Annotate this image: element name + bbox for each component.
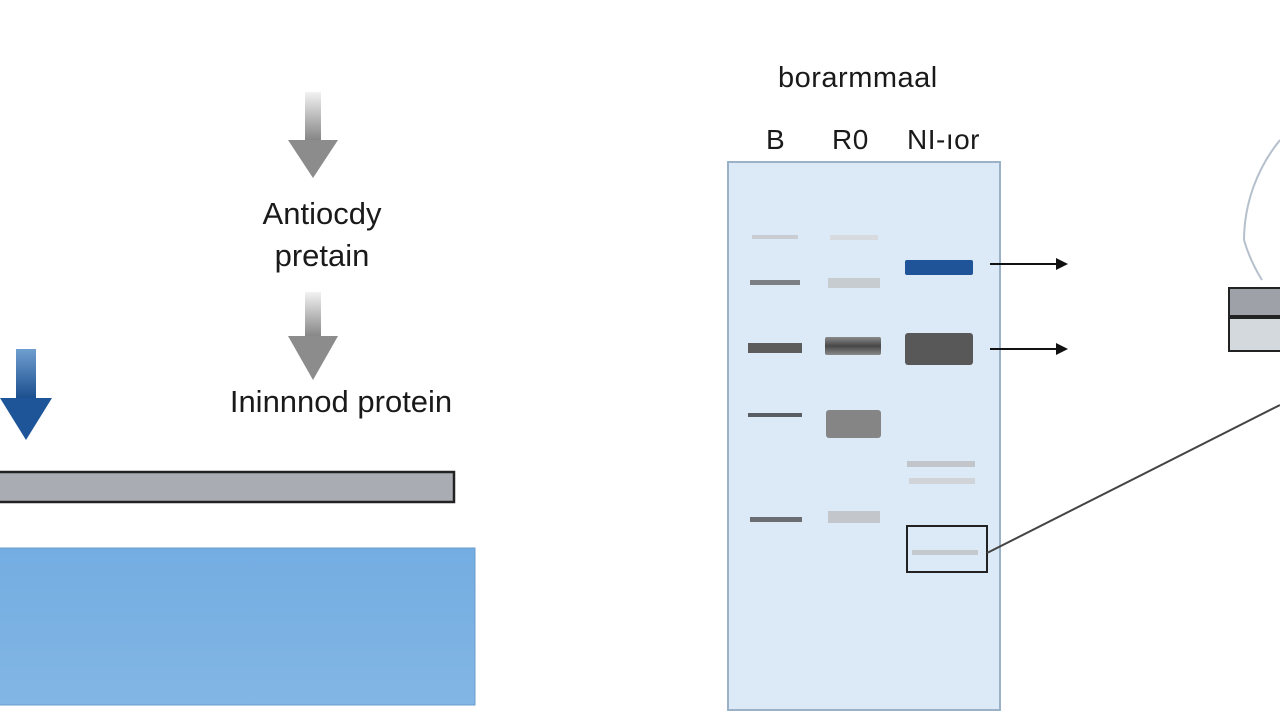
lane-label-r0: R0 xyxy=(832,124,869,155)
right-arrow-icon xyxy=(990,343,1068,355)
band xyxy=(905,333,973,365)
band xyxy=(912,550,978,555)
antibody-label-line1: Antiocdy xyxy=(262,196,382,231)
lane-label-nior: NI-ıor xyxy=(907,124,980,155)
band xyxy=(828,511,880,523)
lane-label-b: B xyxy=(766,124,786,155)
band xyxy=(907,461,975,467)
band xyxy=(826,410,881,438)
band xyxy=(752,235,798,239)
right-arrow-icon xyxy=(990,258,1068,270)
band xyxy=(748,413,802,417)
band xyxy=(828,278,880,288)
band xyxy=(909,478,975,484)
band xyxy=(825,337,881,355)
lane-b-bands xyxy=(748,235,802,522)
membrane-strip xyxy=(0,470,456,504)
gel-title: borarmmaal xyxy=(778,62,938,94)
antibody-label-line2: pretain xyxy=(274,237,370,273)
zoom-connector xyxy=(986,404,1280,554)
antibody-label: Antiocdy pretain xyxy=(214,193,430,277)
band xyxy=(750,280,800,285)
immobilized-protein-label: Ininnnod protein xyxy=(229,384,453,419)
down-arrow-icon xyxy=(288,292,338,380)
lane-nior-bands xyxy=(905,260,978,555)
band xyxy=(905,260,973,275)
zoom-box xyxy=(906,525,988,573)
magnified-strip xyxy=(1228,287,1280,317)
band xyxy=(750,517,802,522)
lane-r0-bands xyxy=(825,235,881,523)
down-arrow-icon xyxy=(0,349,52,440)
magnifier xyxy=(1228,139,1280,352)
magnified-strip xyxy=(1228,317,1280,352)
band xyxy=(830,235,878,240)
blue-gel-slab xyxy=(0,547,476,706)
band xyxy=(748,343,802,353)
down-arrow-icon xyxy=(288,92,338,178)
